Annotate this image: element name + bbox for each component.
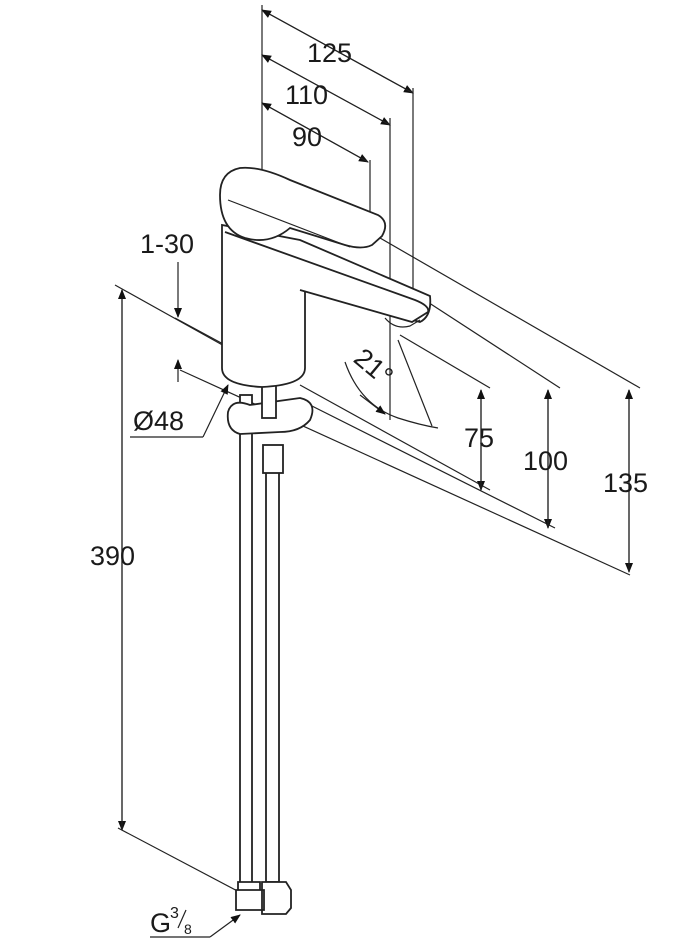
label-110: 110 xyxy=(285,80,328,110)
label-125: 125 xyxy=(307,38,352,68)
height-extension-lines xyxy=(174,237,641,576)
angle-dimension xyxy=(344,339,439,429)
label-390: 390 xyxy=(90,541,135,571)
label-diameter-48: Ø48 xyxy=(133,406,184,436)
label-thread-g: G xyxy=(150,908,171,938)
label-135: 135 xyxy=(603,468,648,498)
label-100: 100 xyxy=(523,446,568,476)
total-height-dimension xyxy=(114,262,246,938)
label-90: 90 xyxy=(292,122,322,152)
faucet-body xyxy=(219,166,432,388)
label-75: 75 xyxy=(464,423,494,453)
top-dimension-lines xyxy=(261,5,414,420)
label-1-30: 1-30 xyxy=(140,229,194,259)
supply-hoses xyxy=(235,394,292,915)
label-thread-numerator: 3 xyxy=(170,905,179,922)
fraction-slash xyxy=(177,909,187,929)
label-thread-denominator: 8 xyxy=(184,921,192,937)
